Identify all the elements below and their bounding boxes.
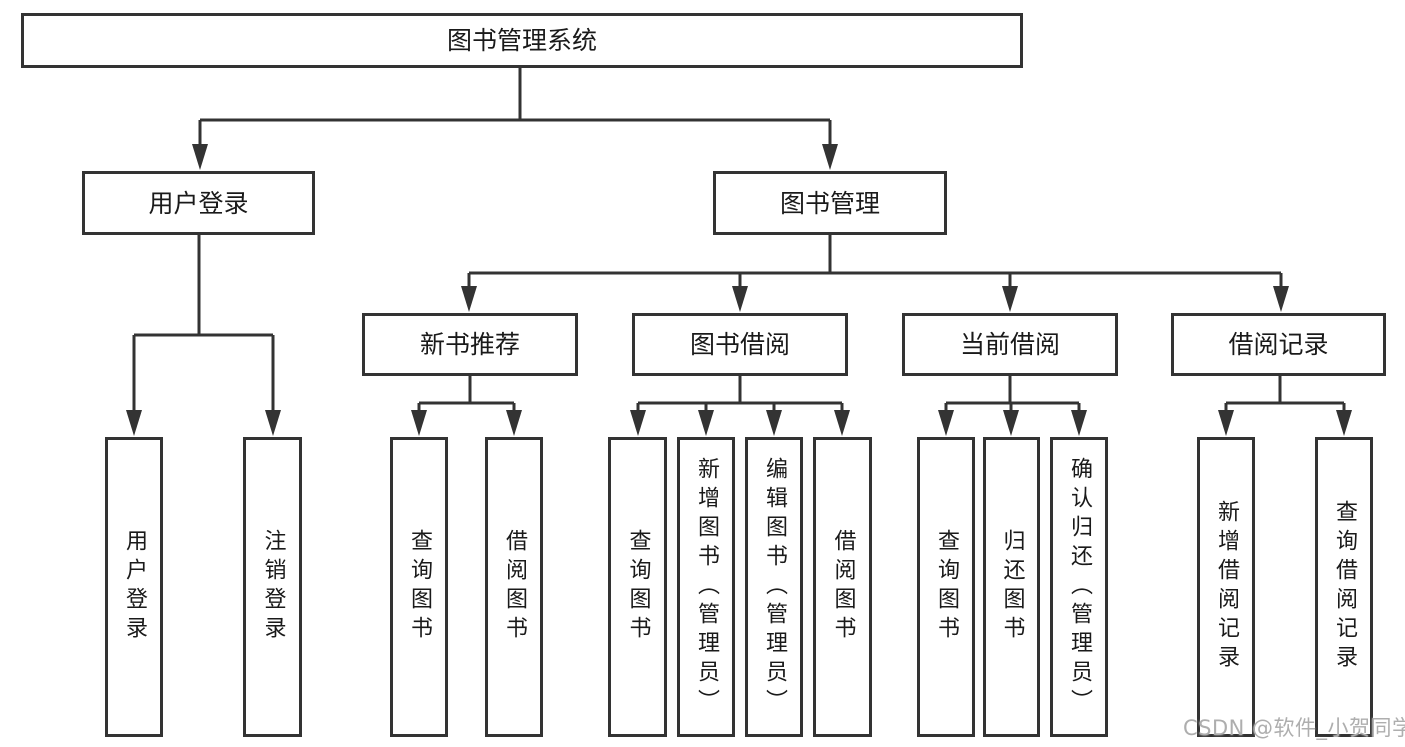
node-book-borrowing: 图书借阅	[632, 313, 848, 376]
leaf-label: 查询图书	[934, 529, 959, 645]
leaf-label: 查询图书	[625, 529, 651, 645]
leaf-edit-books-admin: 编辑图书（管理员）	[745, 437, 803, 737]
node-label: 用户登录	[148, 188, 249, 218]
node-new-book-recommendation: 新书推荐	[362, 313, 578, 376]
leaf-query-borrow-record: 查询借阅记录	[1315, 437, 1373, 737]
node-borrowing-records: 借阅记录	[1171, 313, 1386, 376]
leaf-label: 归还图书	[999, 529, 1025, 645]
node-label: 借阅记录	[1228, 330, 1329, 359]
leaf-label: 借阅图书	[502, 529, 527, 645]
node-library-management-system: 图书管理系统	[21, 13, 1023, 68]
leaf-add-borrow-record: 新增借阅记录	[1197, 437, 1255, 737]
node-label: 图书管理系统	[446, 26, 597, 55]
leaf-query-books-recommend: 查询图书	[390, 437, 448, 737]
leaf-label: 新增借阅记录	[1214, 500, 1239, 674]
leaf-label: 借阅图书	[830, 529, 856, 645]
leaf-borrow-books-borrowing: 借阅图书	[813, 437, 872, 737]
leaf-label: 用户登录	[122, 529, 147, 645]
node-label: 图书管理	[779, 188, 880, 218]
leaf-label: 确认归还（管理员）	[1067, 456, 1092, 718]
leaf-user-login: 用户登录	[105, 437, 163, 737]
arrowheads	[126, 144, 1352, 436]
leaf-return-books: 归还图书	[983, 437, 1040, 737]
leaf-logout: 注销登录	[243, 437, 302, 737]
node-user-login: 用户登录	[82, 171, 315, 235]
leaf-label: 新增图书（管理员）	[694, 456, 719, 718]
node-label: 新书推荐	[419, 330, 520, 359]
leaf-label: 查询借阅记录	[1332, 500, 1357, 674]
leaf-query-books-current: 查询图书	[917, 437, 975, 737]
node-book-management: 图书管理	[713, 171, 947, 235]
leaf-label: 查询图书	[407, 529, 432, 645]
node-label: 图书借阅	[689, 330, 790, 359]
leaf-confirm-return-admin: 确认归还（管理员）	[1050, 437, 1108, 737]
leaf-label: 注销登录	[260, 529, 286, 645]
watermark: CSDN @软件_小贺同学	[1183, 716, 1405, 740]
leaf-label: 编辑图书（管理员）	[762, 456, 787, 718]
node-label: 当前借阅	[959, 330, 1060, 359]
leaf-borrow-books-recommend: 借阅图书	[485, 437, 543, 737]
node-current-borrowing: 当前借阅	[902, 313, 1118, 376]
leaf-query-books-borrowing: 查询图书	[608, 437, 667, 737]
leaf-add-books-admin: 新增图书（管理员）	[677, 437, 735, 737]
